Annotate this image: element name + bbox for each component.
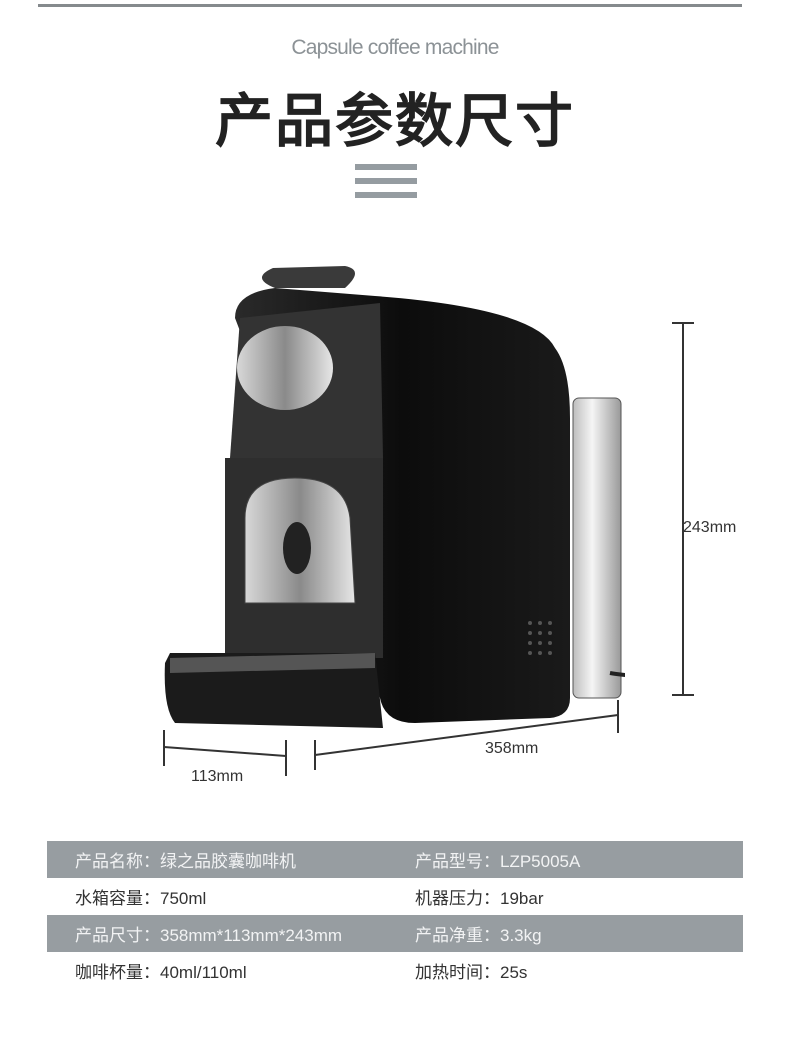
width-label: 113mm — [191, 768, 244, 785]
spec-row: 咖啡杯量：40ml/110ml 加热时间：25s — [47, 952, 743, 989]
spec-table: 产品名称：绿之品胶囊咖啡机 产品型号：LZP5005A 水箱容量：750ml 机… — [47, 841, 743, 989]
spec-cell: 咖啡杯量：40ml/110ml — [75, 963, 247, 982]
spec-cell: 机器压力：19bar — [415, 889, 544, 908]
decorative-lines-icon — [355, 164, 417, 206]
top-divider — [38, 4, 742, 7]
spec-row: 产品名称：绿之品胶囊咖啡机 产品型号：LZP5005A — [47, 841, 743, 878]
height-dimension-line — [672, 322, 694, 696]
width-length-dimension-lines — [163, 700, 619, 776]
page-title: 产品参数尺寸 — [214, 87, 575, 155]
spec-cell: 加热时间：25s — [415, 963, 528, 982]
page-subtitle: Capsule coffee machine — [291, 36, 499, 59]
spec-row: 水箱容量：750ml 机器压力：19bar — [47, 878, 743, 915]
coffee-machine-image — [164, 266, 625, 728]
spec-cell: 产品名称：绿之品胶囊咖啡机 — [75, 852, 296, 871]
length-label: 358mm — [485, 740, 539, 757]
spec-cell: 产品净重：3.3kg — [415, 926, 542, 945]
spec-cell: 产品型号：LZP5005A — [415, 852, 581, 871]
spec-cell: 产品尺寸：358mm*113mm*243mm — [75, 926, 343, 945]
height-label: 243mm — [683, 519, 737, 536]
spec-cell: 水箱容量：750ml — [75, 889, 207, 908]
spec-row: 产品尺寸：358mm*113mm*243mm 产品净重：3.3kg — [47, 915, 743, 952]
